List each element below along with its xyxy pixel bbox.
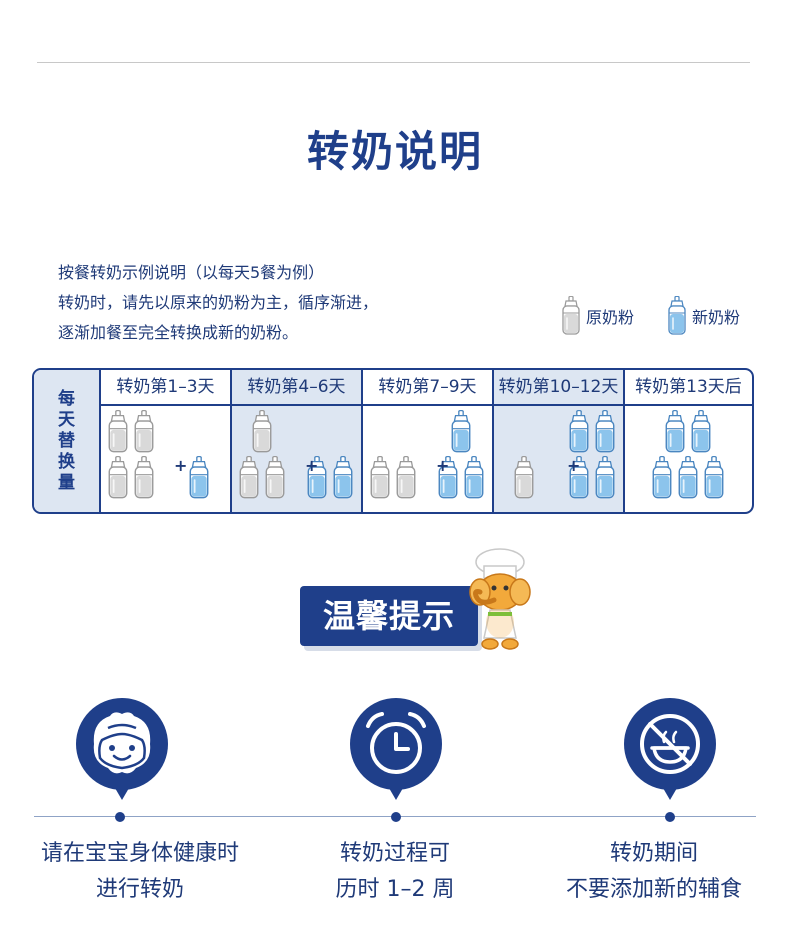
new-formula-bottle-icon — [187, 455, 211, 504]
intro-line-2: 转奶时，请先以原来的奶粉为主，循序渐进， — [58, 293, 379, 312]
baby-face-icon — [76, 698, 168, 800]
new-formula-bottle-icon — [593, 409, 617, 458]
old-formula-bottle-icon — [250, 409, 274, 458]
transition-table: 每 天 替 换 量 转奶第1–3天 + 转奶第4–6天 + 转奶第7–9天 + … — [32, 368, 754, 514]
old-formula-bottle-icon — [106, 455, 130, 504]
legend: 原奶粉 新奶粉 — [560, 296, 760, 346]
no-food-icon — [624, 698, 716, 800]
plus-sign: + — [305, 456, 319, 475]
plus-sign: + — [567, 456, 581, 475]
new-formula-bottle-icon — [436, 455, 460, 504]
old-formula-bottle-icon — [237, 455, 261, 504]
legend-old: 原奶粉 — [560, 296, 634, 336]
column-body: + — [363, 406, 492, 512]
intro-line-1: 按餐转奶示例说明（以每天5餐为例） — [58, 263, 325, 282]
alarm-clock-icon — [350, 698, 442, 800]
timeline-dot — [391, 812, 401, 822]
old-formula-bottle-icon — [368, 455, 392, 504]
intro-text: 按餐转奶示例说明（以每天5餐为例） 转奶时，请先以原来的奶粉为主，循序渐进， 逐… — [58, 258, 378, 348]
old-formula-bottle-icon — [560, 296, 582, 336]
legend-new-label: 新奶粉 — [692, 308, 741, 327]
tips-badge: 温馨提示 — [300, 586, 478, 646]
new-formula-bottle-icon — [593, 455, 617, 504]
top-divider — [37, 62, 750, 63]
new-formula-bottle-icon — [567, 455, 591, 504]
new-formula-bottle-icon — [689, 409, 713, 458]
tip-3-caption: 转奶期间 不要添加新的辅食 — [565, 841, 742, 902]
table-column: 转奶第10–12天 + — [494, 370, 625, 512]
intro-line-3: 逐渐加餐至完全转换成新的奶粉。 — [58, 323, 299, 342]
column-header: 转奶第13天后 — [625, 370, 752, 406]
column-header: 转奶第1–3天 — [101, 370, 230, 406]
timeline-dot — [115, 812, 125, 822]
column-body: + — [101, 406, 230, 512]
page-title: 转奶说明 — [306, 127, 483, 176]
new-formula-bottle-icon — [305, 455, 329, 504]
column-body: + — [232, 406, 361, 512]
new-formula-bottle-icon — [449, 409, 473, 458]
plus-sign: + — [436, 456, 450, 475]
column-body: + — [494, 406, 623, 512]
new-formula-bottle-icon — [702, 455, 726, 504]
tip-2-caption: 转奶过程可 历时 1–2 周 — [335, 841, 455, 902]
tip-1-caption: 请在宝宝身体健康时 进行转奶 — [40, 841, 239, 902]
old-formula-bottle-icon — [132, 409, 156, 458]
column-header: 转奶第10–12天 — [494, 370, 623, 406]
chef-elephant-icon — [469, 548, 531, 650]
new-formula-bottle-icon — [650, 455, 674, 504]
old-formula-bottle-icon — [132, 455, 156, 504]
tips-title: 温馨提示 — [322, 597, 455, 635]
new-formula-bottle-icon — [331, 455, 355, 504]
legend-new: 新奶粉 — [666, 296, 740, 336]
new-formula-bottle-icon — [567, 409, 591, 458]
new-formula-bottle-icon — [663, 409, 687, 458]
old-formula-bottle-icon — [394, 455, 418, 504]
column-header: 转奶第4–6天 — [232, 370, 361, 406]
new-formula-bottle-icon — [676, 455, 700, 504]
old-formula-bottle-icon — [106, 409, 130, 458]
new-formula-bottle-icon — [666, 296, 688, 336]
table-column: 转奶第7–9天 + — [363, 370, 494, 512]
column-header: 转奶第7–9天 — [363, 370, 492, 406]
tips-banner: 温馨提示 — [300, 548, 540, 658]
column-body — [625, 406, 752, 512]
table-column: 转奶第4–6天 + — [232, 370, 363, 512]
table-column: 转奶第13天后 — [625, 370, 752, 512]
new-formula-bottle-icon — [462, 455, 486, 504]
row-header: 每 天 替 换 量 — [34, 370, 101, 512]
table-column: 转奶第1–3天 + — [101, 370, 232, 512]
old-formula-bottle-icon — [263, 455, 287, 504]
old-formula-bottle-icon — [512, 455, 536, 504]
timeline-dot — [665, 812, 675, 822]
plus-sign: + — [174, 456, 188, 475]
legend-old-label: 原奶粉 — [586, 308, 635, 327]
